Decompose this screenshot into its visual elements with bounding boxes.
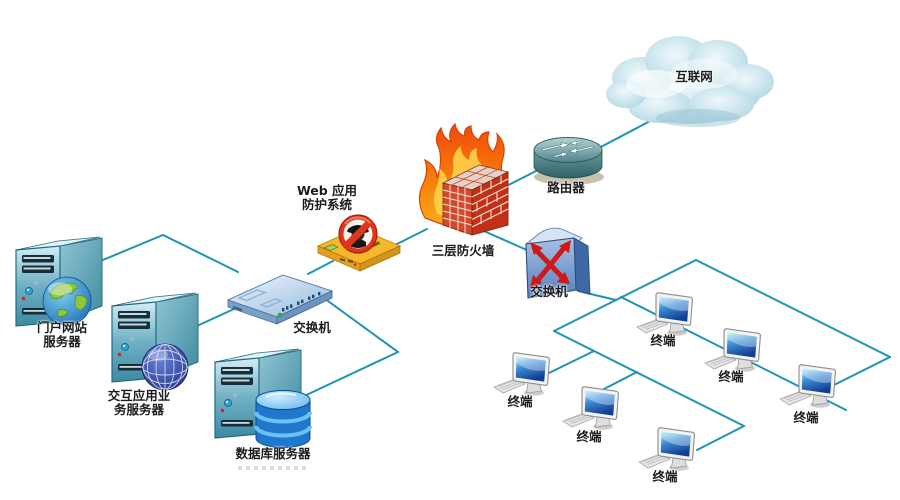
cloud-icon	[606, 36, 774, 127]
switch-cube-arrows-icon	[525, 227, 591, 299]
link-bus-terminal-3	[831, 356, 891, 387]
router-icon	[533, 137, 604, 185]
switch-left-node	[225, 264, 335, 326]
server-portal-label: 门户网站 服务器	[36, 320, 87, 349]
link-terminal-4-bus	[548, 350, 595, 374]
switch-flat-icon	[226, 274, 334, 325]
waf-label-line2: 防护系统	[301, 197, 352, 212]
waf-label: Web 应用 防护系统	[282, 184, 372, 212]
firewall-node	[403, 122, 515, 242]
internet-label: 互联网	[675, 69, 713, 84]
link-firewall-waf	[390, 228, 428, 248]
terminal-label-6: 终端	[652, 469, 678, 484]
globe-icon	[42, 276, 92, 326]
terminal-label-5: 终端	[576, 429, 602, 444]
link-terminal-5-bus	[603, 371, 638, 390]
terminal-label-3: 终端	[793, 410, 819, 425]
router-node	[528, 130, 608, 188]
bus-line-lower	[553, 330, 745, 427]
link-bus-terminal-6	[696, 425, 745, 451]
switch-left-label: 交换机	[293, 320, 331, 335]
router-label: 路由器	[547, 180, 585, 195]
database-icon	[254, 388, 312, 450]
server-db-label: 数据库服务器	[235, 446, 311, 461]
terminal-label-2: 终端	[718, 369, 744, 384]
no-hacker-icon	[338, 214, 378, 254]
terminal-node-3	[779, 362, 839, 414]
internet-cloud-node	[600, 22, 780, 142]
waf-label-line1: Web 应用	[296, 183, 358, 198]
firewall-brick-fire-icon	[418, 122, 510, 236]
waf-node	[312, 212, 404, 276]
link-waf-switch-left	[307, 260, 334, 275]
switch-right-label: 交换机	[530, 284, 568, 299]
terminal-icon	[779, 362, 839, 414]
waf-appliance-icon	[316, 214, 402, 272]
link-internet-router	[596, 119, 653, 150]
server-app-label: 交互应用业 务服务器	[107, 388, 171, 417]
bus-line-right	[695, 259, 891, 358]
terminal-label-1: 终端	[650, 333, 676, 348]
switch-right-node	[518, 222, 598, 304]
faint-watermark	[238, 466, 310, 470]
wireframe-globe-icon	[141, 343, 189, 391]
firewall-label: 三层防火墙	[431, 243, 495, 258]
link-portal-switch-left	[97, 233, 239, 273]
link-switch-left-db	[299, 292, 400, 399]
bus-line-upper	[553, 259, 697, 332]
terminal-label-4: 终端	[507, 394, 533, 409]
